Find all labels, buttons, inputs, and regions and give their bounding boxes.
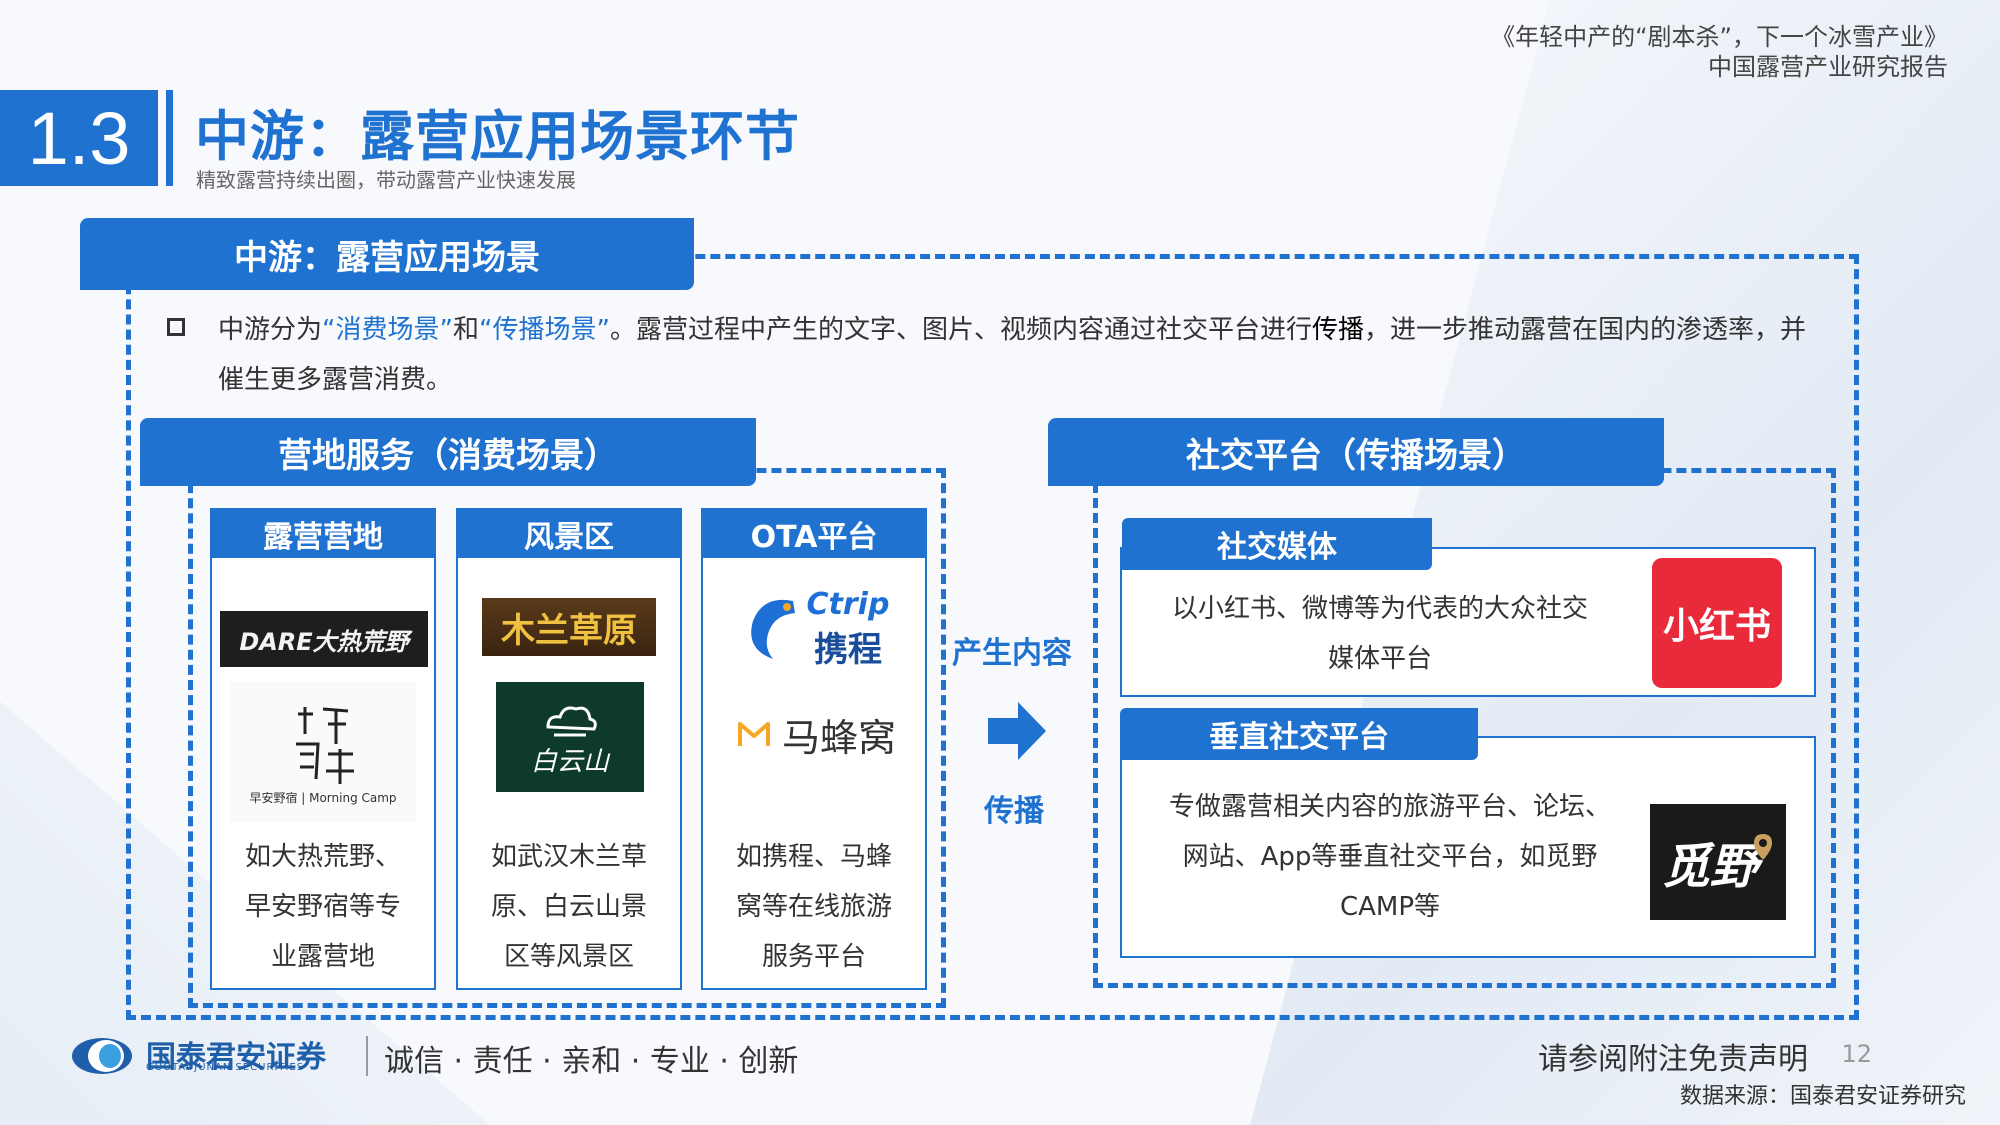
ctrip-en: Ctrip — [806, 587, 890, 622]
morning-camp-glyph-icon — [296, 706, 354, 784]
ctrip-logo: Ctrip 携程 — [709, 584, 923, 674]
mulan-grassland-logo: 木兰草原 — [482, 598, 656, 656]
cloud-emblem-icon — [546, 706, 597, 736]
card-head-campsite: 露营营地 — [212, 510, 434, 558]
intro-text-4: ，进一步推动露营在国内的渗透率，并催生更多露营消费。 — [218, 315, 1806, 395]
miye-camp-logo: 觅野 — [1650, 804, 1786, 920]
intro-text-1: 中游分为 — [218, 315, 323, 345]
desc-line: 业露营地 — [270, 942, 375, 972]
card-desc-ota: 如携程、马蜂 窝等在线旅游 服务平台 — [703, 832, 925, 982]
social-media-desc: 以小红书、微博等为代表的大众社交 媒体平台 — [1140, 584, 1620, 684]
main-box-tab: 中游：露营应用场景 — [80, 218, 694, 290]
ctrip-dolphin-logo — [750, 599, 795, 659]
vertical-social-tab: 垂直社交平台 — [1120, 708, 1478, 760]
card-desc-scenic: 如武汉木兰草 原、白云山景 区等风景区 — [458, 832, 680, 982]
vertical-social-desc: 专做露营相关内容的旅游平台、论坛、 网站、App等垂直社交平台，如觅野 CAMP… — [1140, 782, 1640, 932]
card-campsite: 露营营地 DARE大热荒野 早安野宿 | Morning Camp 如大热荒野、… — [210, 508, 436, 990]
morning-camp-logo: 早安野宿 | Morning Camp — [230, 682, 416, 822]
desc-line: 早安野宿等专 — [244, 892, 401, 922]
right-arrow-icon — [988, 702, 1046, 760]
morning-camp-text: 早安野宿 | Morning Camp — [249, 790, 397, 805]
spread-label: 传播 — [984, 794, 1044, 829]
desc-line: 网站、App等垂直社交平台，如觅野 — [1182, 842, 1598, 872]
xiaohongshu-logo: 小红书 — [1652, 558, 1782, 688]
card-head-scenic: 风景区 — [458, 510, 680, 558]
card-scenic-area: 风景区 木兰草原 白云山 如武汉木兰草 原、白云山景 区等风景区 — [456, 508, 682, 990]
main-dashed-box — [126, 254, 1859, 1020]
mafengwo-m-icon — [737, 722, 770, 746]
card-desc-campsite: 如大热荒野、 早安野宿等专 业露营地 — [212, 832, 434, 982]
footer-divider — [366, 1036, 368, 1076]
intro-paragraph: 中游分为“消费场景”和“传播场景”。露营过程中产生的文字、图片、视频内容通过社交… — [218, 305, 1818, 405]
produce-content-label: 产生内容 — [952, 636, 1072, 671]
report-reference: 《年轻中产的“剧本杀”，下一个冰雪产业》 中国露营产业研究报告 — [1491, 22, 1948, 82]
mafengwo-logo: 马蜂窝 — [715, 705, 915, 763]
page-number: 12 — [1841, 1040, 1872, 1068]
disclaimer-link[interactable]: 请参阅附注免责声明 — [1538, 1042, 1808, 1077]
report-line-1: 《年轻中产的“剧本杀”，下一个冰雪产业》 — [1491, 23, 1948, 51]
intro-highlight-spread: “传播场景” — [478, 315, 610, 345]
baiyun-text: 白云山 — [530, 746, 609, 777]
report-line-2: 中国露营产业研究报告 — [1708, 53, 1948, 81]
page-subtitle: 精致露营持续出圈，带动露营产业快速发展 — [196, 168, 576, 192]
guotai-junan-logo-icon — [72, 1038, 132, 1074]
footer-brand: 国泰君安证券 — [146, 1040, 326, 1075]
ctrip-cn: 携程 — [813, 630, 882, 670]
miye-text: 觅野 — [1661, 839, 1758, 895]
desc-line: 窝等在线旅游 — [735, 892, 892, 922]
desc-line: 媒体平台 — [1327, 644, 1432, 674]
spread-group-tab: 社交平台（传播场景） — [1048, 418, 1664, 486]
desc-line: 如携程、马蜂 — [735, 842, 892, 872]
desc-line: 如武汉木兰草 — [490, 842, 647, 872]
ctrip-wordmark: Ctrip 携程 — [807, 587, 890, 671]
section-divider-bar — [166, 90, 173, 186]
bullet-square-icon — [167, 318, 185, 336]
desc-line: 原、白云山景 — [490, 892, 647, 922]
intro-emphasis: 传播 — [1311, 315, 1364, 345]
desc-line: 如大热荒野、 — [244, 842, 401, 872]
card-head-ota: OTA平台 — [703, 510, 925, 558]
footer-motto: 诚信 · 责任 · 亲和 · 专业 · 创新 — [384, 1044, 799, 1079]
social-media-tab: 社交媒体 — [1122, 518, 1432, 570]
mafengwo-text: 马蜂窝 — [781, 715, 896, 760]
baiyun-mountain-logo: 白云山 — [496, 682, 644, 792]
desc-line: 区等风景区 — [503, 942, 634, 972]
section-number: 1.3 — [0, 90, 158, 186]
data-source: 数据来源：国泰君安证券研究 — [1679, 1084, 1966, 1109]
dare-wild-logo: DARE大热荒野 — [220, 611, 428, 667]
desc-line: 专做露营相关内容的旅游平台、论坛、 — [1168, 792, 1611, 822]
desc-line: CAMP等 — [1339, 892, 1441, 922]
desc-line: 服务平台 — [761, 942, 866, 972]
intro-text-3: 。露营过程中产生的文字、图片、视频内容通过社交平台进行 — [609, 315, 1312, 345]
intro-highlight-consumption: “消费场景” — [322, 315, 453, 345]
location-pin-icon — [1754, 834, 1772, 860]
card-ota: OTA平台 Ctrip 携程 马蜂窝 如携程、马蜂 窝等在线旅游 服务平台 — [701, 508, 927, 990]
intro-text-2: 和 — [452, 315, 479, 345]
consumption-group-tab: 营地服务（消费场景） — [140, 418, 756, 486]
page-title: 中游：露营应用场景环节 — [195, 105, 800, 168]
footer-brand-en: GUOTAI JUNAN SECURITIES — [146, 1062, 305, 1073]
desc-line: 以小红书、微博等为代表的大众社交 — [1171, 594, 1588, 624]
